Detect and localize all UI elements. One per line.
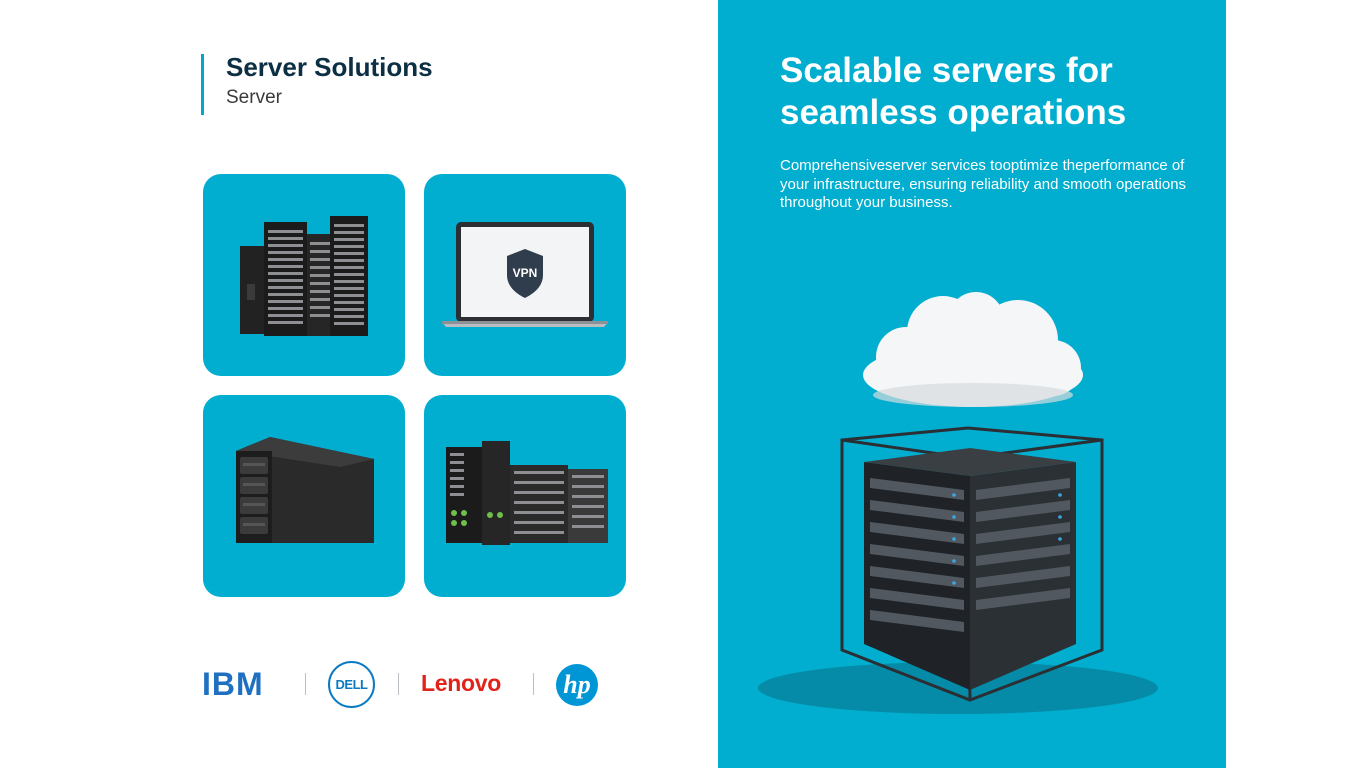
tower-and-blade-servers-icon	[446, 441, 608, 545]
vpn-tile[interactable]: VPN	[424, 174, 626, 376]
lenovo-logo[interactable]: Lenovo	[421, 670, 501, 696]
ibm-logo[interactable]: IBM	[202, 666, 264, 702]
storage-tile[interactable]	[203, 395, 405, 597]
section-title: Server Solutions	[226, 52, 433, 82]
storage-enclosure-icon	[236, 437, 374, 543]
divider	[533, 673, 534, 695]
divider	[305, 673, 306, 695]
section-subtitle: Server	[226, 87, 282, 108]
hero-title: Scalable servers for seamless operations	[780, 51, 1127, 132]
server-rack-tile[interactable]	[203, 174, 405, 376]
vpn-badge: VPN	[513, 266, 538, 280]
hero-panel: Scalable servers for seamless operations…	[718, 0, 1226, 768]
hp-logo[interactable]: hp	[556, 664, 598, 706]
section-heading: Server Solutions Server	[201, 54, 433, 115]
dell-logo[interactable]: DELL	[328, 661, 375, 708]
divider	[398, 673, 399, 695]
brand-logos: IBM DELL Lenovo hp	[202, 660, 602, 710]
hero-description: Comprehensiveserver services tooptimize …	[780, 157, 1187, 211]
server-rack-icon	[240, 216, 368, 336]
vpn-laptop-icon: VPN	[442, 222, 608, 327]
cloud-over-server-cube-icon	[758, 292, 1158, 714]
tower-servers-tile[interactable]	[424, 395, 626, 597]
